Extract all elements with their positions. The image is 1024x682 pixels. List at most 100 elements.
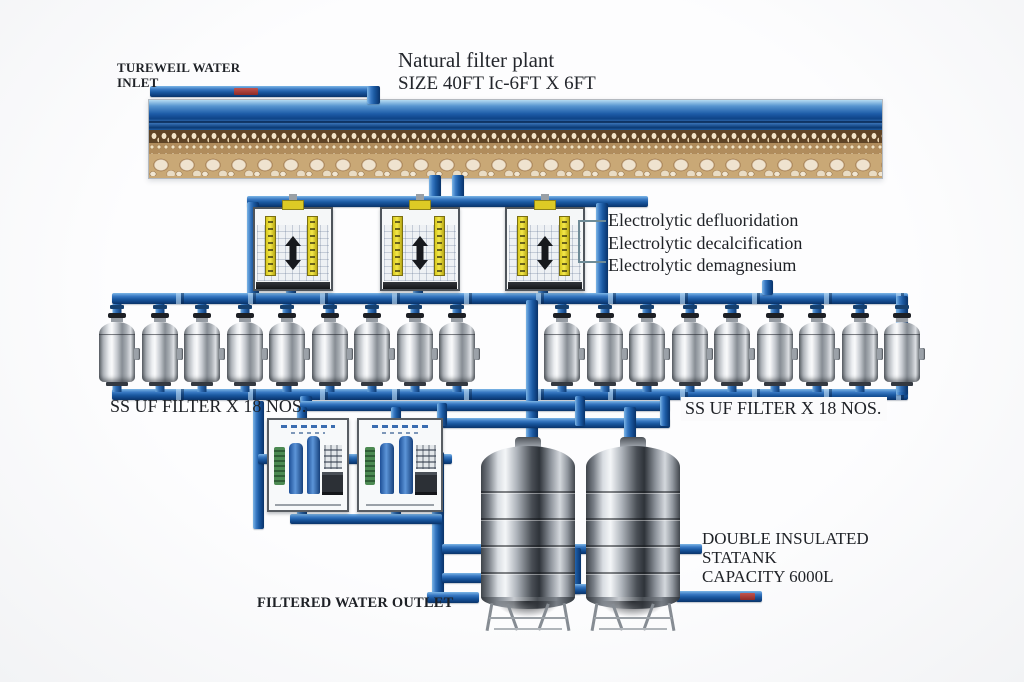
electrode-markings [520,220,525,272]
pipe-inlet-elbow [367,86,380,104]
filter-body [226,335,263,382]
electrolytic-unit [380,194,460,291]
pipe-bed-drop-right [452,175,464,201]
electrode-left [265,216,276,276]
filtered-water-outlet-label: FILTERED WATER OUTLET [257,595,454,611]
uf-filter-unit [841,304,883,392]
pipe-outlet-horizontal [427,592,479,603]
filter-neck [238,318,251,322]
filter-collar [448,313,466,318]
filter-top-stub [325,304,334,317]
outlet-flow-marker [740,593,755,600]
panel-subheader-text [381,431,419,434]
filter-top-stub [897,304,907,317]
pipe-tank2-bottom-out [676,591,762,602]
filter-top-stub [282,304,292,317]
arrow-down-icon [412,260,428,270]
uf-filter-unit [884,304,925,392]
leader-line-bottom [578,261,606,263]
pipe-tank2-feed [624,407,636,440]
flow-arrow-icon [536,236,554,270]
filter-neck [111,318,123,322]
panel-membrane-stack [274,447,285,485]
filter-dome [226,322,263,335]
filter-dome [799,322,835,335]
filter-side-port [431,348,438,360]
panel-control-grid [416,445,437,469]
panel-base-line [365,503,435,506]
filter-top-stub [557,304,567,317]
filter-dome [671,322,708,335]
pipe-filter-bottom-header [112,389,908,400]
tubewell-inlet-label: TUREWEIL WATER INLET [117,60,240,90]
filter-neck [556,318,568,322]
filter-collar [193,313,211,318]
filter-dome [354,322,390,335]
uf-filter-unit [544,304,585,392]
filter-top-stub [197,304,207,317]
electrolytic-process-labels: Electrolytic defluoridation Electrolytic… [608,209,802,277]
filter-top-stub [855,304,864,317]
electrode-left [517,216,528,276]
panel-vessel-1 [380,442,395,494]
uf-filter-unit [184,304,225,392]
filter-side-port [579,348,585,360]
tank-shoulder [586,446,680,469]
filter-top-stub [410,304,419,317]
filter-base [763,382,786,386]
filter-dome [756,322,793,335]
filter-top-stub [452,304,462,317]
pipe-header-b-connector-2 [660,396,670,426]
filter-collar [808,313,826,318]
uf-filter-unit [629,304,670,392]
ro-treatment-panel [267,418,349,512]
filter-top-flange [895,305,909,309]
electrolytic-unit-fitting [534,200,556,210]
pipe-under-panels [290,514,442,524]
filter-base [806,382,828,386]
filter-neck [726,318,738,322]
filter-side-port [346,348,353,360]
tank-body [481,467,575,597]
uf-filter-unit [439,304,480,392]
uf-filter-unit [799,304,840,392]
filter-side-port [176,348,183,360]
filter-neck [641,318,653,322]
filter-neck [153,318,166,322]
filter-top-flange [195,305,209,309]
panel-vessel-2 [399,436,414,494]
pipe-tank1-left-lower [442,573,484,583]
filter-collar [278,313,296,318]
filter-collar [893,313,911,318]
bed-stone-layer [149,154,882,178]
electrolytic-unit-base [508,282,582,289]
tank-stand-ring [599,628,667,630]
bed-pebble-layer [149,130,882,143]
filter-top-flange [682,305,697,309]
uf-filter-unit [226,304,268,392]
filter-body [354,335,390,382]
filter-collar [595,313,614,318]
filter-top-flange [767,305,782,309]
arrow-up-icon [537,236,553,246]
uf-filter-row-left [99,304,482,392]
plant-title-line1: Natural filter plant [398,48,555,72]
electrolytic-unit-base [256,282,330,289]
filter-top-flange [322,305,337,309]
filter-side-port [219,348,225,360]
arrow-up-icon [285,236,301,246]
filter-dome [396,322,433,335]
filter-body [799,335,835,382]
electrolytic-unit-top-stub [289,194,297,200]
filter-body [396,335,433,382]
filter-side-port [621,348,628,360]
ro-treatment-panel [357,418,443,512]
pipe-panels-left-vertical [253,401,264,529]
filter-body [884,335,920,382]
panel-header-text [372,424,428,428]
electrode-right [434,216,445,276]
pipe-between-tanks-vertical [570,548,581,594]
filter-top-stub [112,304,122,317]
bed-gravel-layer [149,143,882,154]
